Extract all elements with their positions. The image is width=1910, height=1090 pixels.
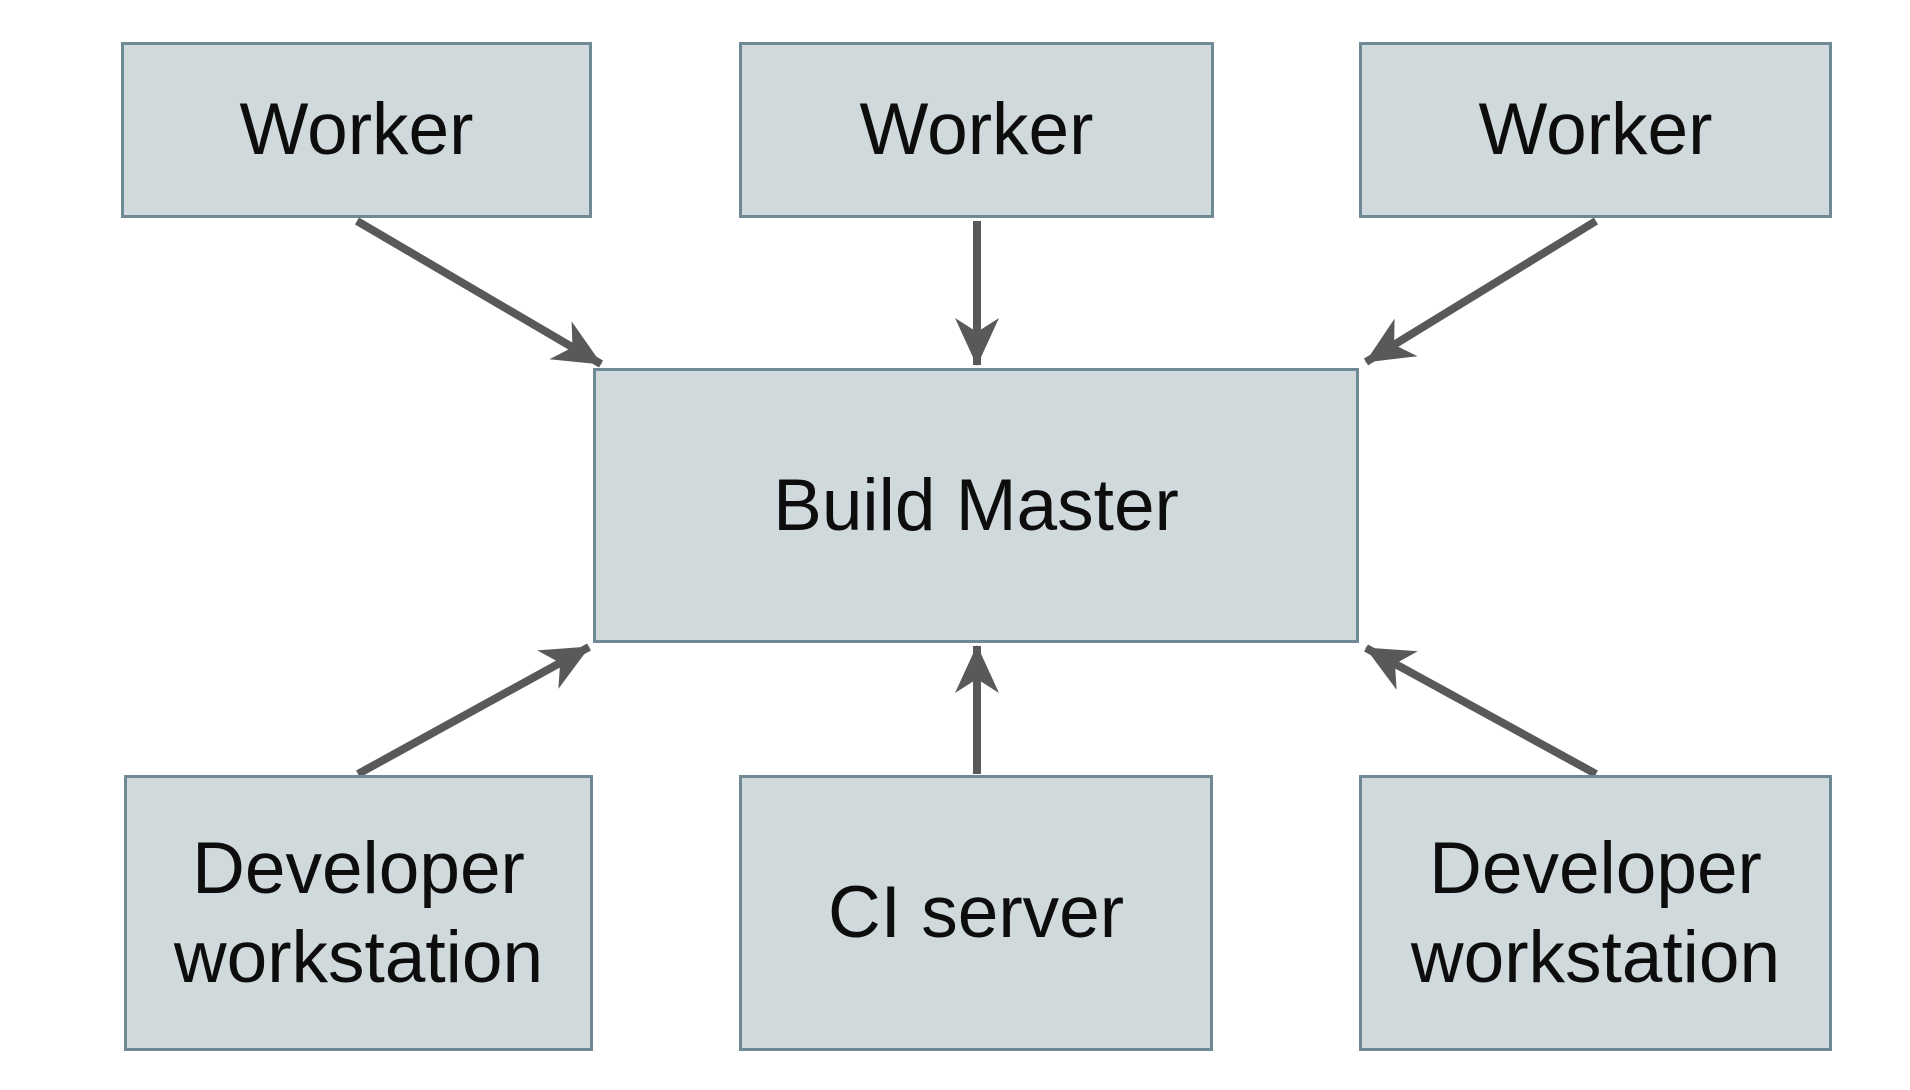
node-developer-workstation-1-label: Developer workstation [173, 827, 544, 998]
node-developer-workstation-2-label: Developer workstation [1410, 827, 1781, 998]
node-worker-3-label: Worker [1478, 89, 1713, 171]
node-build-master-label: Build Master [773, 464, 1179, 546]
node-ci-server: CI server [739, 775, 1213, 1051]
node-worker-1-label: Worker [239, 89, 474, 171]
edge-worker3-to-buildmaster [1363, 217, 1599, 366]
node-ci-server-label: CI server [827, 872, 1125, 954]
node-build-master: Build Master [593, 368, 1359, 643]
node-developer-workstation-2: Developer workstation [1359, 775, 1832, 1051]
node-worker-2: Worker [739, 42, 1214, 218]
node-developer-workstation-1: Developer workstation [124, 775, 593, 1051]
node-worker-2-label: Worker [859, 89, 1094, 171]
node-worker-3: Worker [1359, 42, 1832, 218]
edge-worker1-to-buildmaster [354, 217, 604, 368]
edge-devworkstation1-to-buildmaster [356, 643, 591, 778]
edge-devworkstation2-to-buildmaster [1364, 644, 1598, 778]
node-worker-1: Worker [121, 42, 592, 218]
